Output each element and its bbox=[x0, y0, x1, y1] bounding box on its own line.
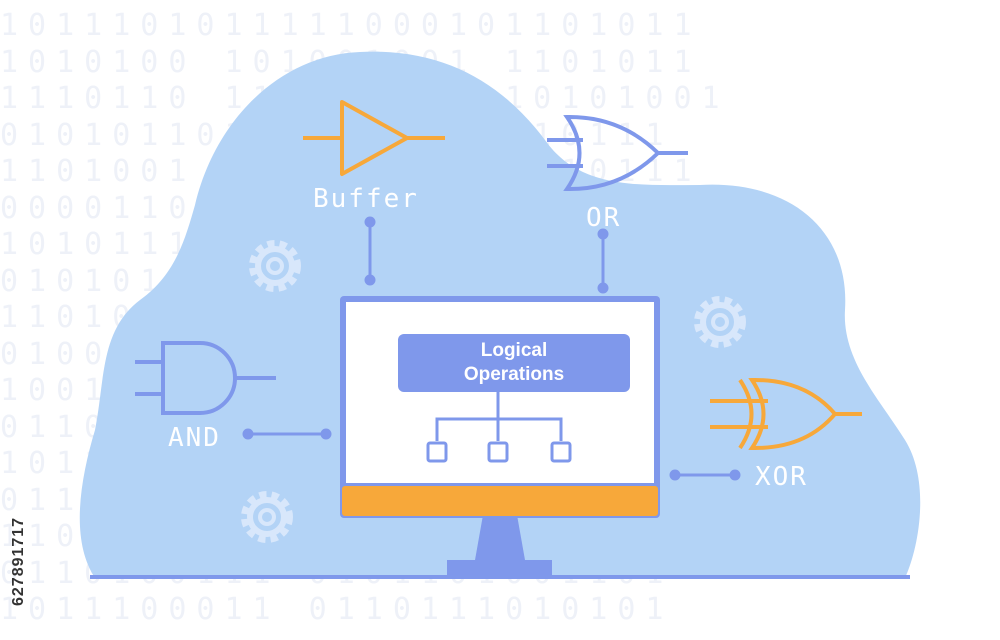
stock-id: 627891717 bbox=[10, 516, 27, 606]
connector-lines bbox=[242, 216, 741, 481]
buffer-gate-icon bbox=[303, 100, 445, 176]
and-label: AND bbox=[168, 423, 221, 453]
screen-title-box: Logical Operations bbox=[398, 334, 630, 392]
or-label: OR bbox=[586, 203, 622, 233]
binary-row: 1011101011111000101101011 bbox=[0, 8, 702, 43]
gear-icon bbox=[241, 491, 293, 543]
xor-label: XOR bbox=[755, 462, 808, 492]
xor-gate-icon bbox=[710, 377, 862, 451]
monitor-stand-base bbox=[447, 560, 552, 577]
binary-row: 1011100011 0110111010101 bbox=[0, 592, 674, 627]
stock-id-column: 627891717 bbox=[6, 410, 32, 610]
or-gate-icon bbox=[547, 114, 688, 192]
gear-icon bbox=[249, 240, 301, 292]
monitor-chin bbox=[342, 486, 658, 516]
monitor-screen bbox=[346, 302, 654, 483]
and-gate-icon bbox=[135, 341, 276, 415]
monitor-stand-neck bbox=[475, 515, 525, 560]
screen-title: Logical Operations bbox=[463, 340, 565, 385]
buffer-label: Buffer bbox=[313, 184, 419, 214]
hierarchy-diagram bbox=[426, 392, 572, 463]
gear-icon bbox=[694, 296, 746, 348]
